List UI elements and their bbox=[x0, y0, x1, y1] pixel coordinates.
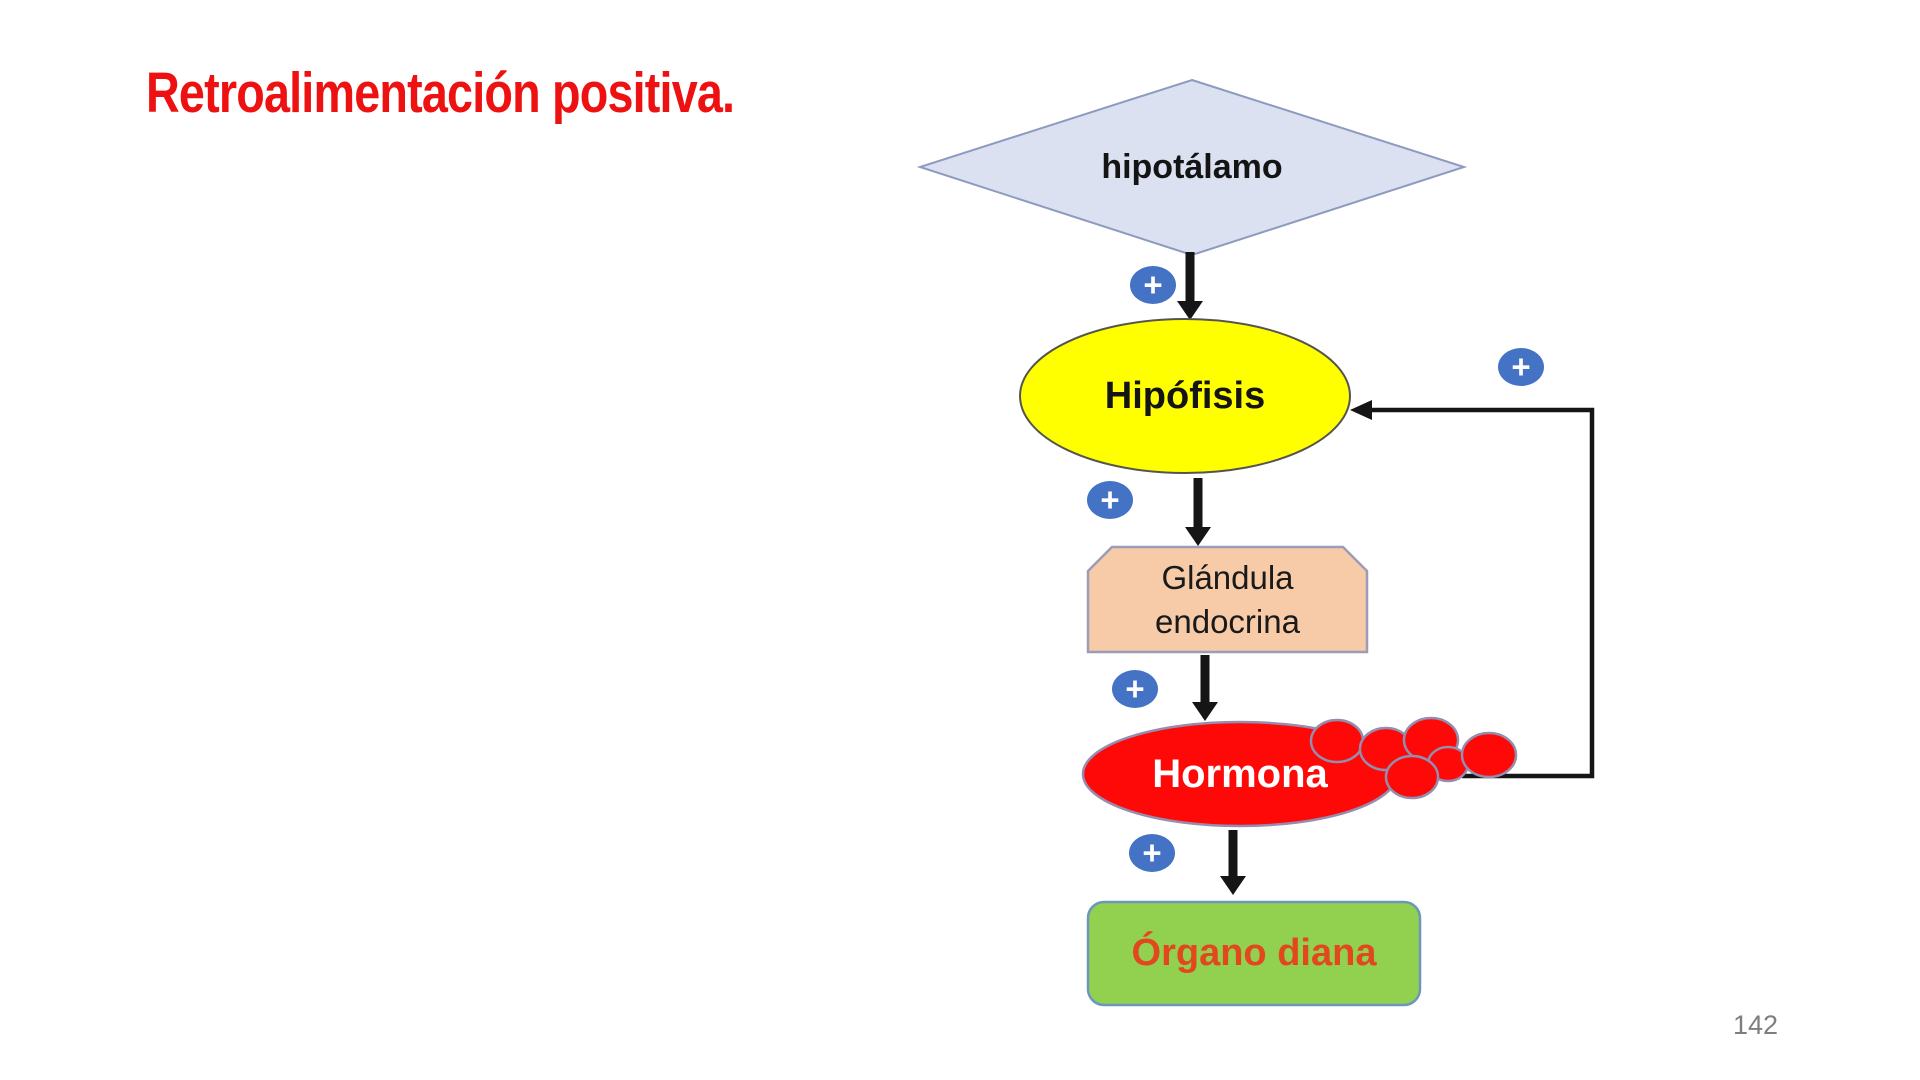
plus-badge-ellipse bbox=[1129, 834, 1175, 872]
plus-sign-icon: + bbox=[1142, 833, 1162, 871]
hipofisis-ellipse-shape bbox=[1019, 318, 1351, 474]
hormone-bubble bbox=[1384, 754, 1440, 800]
hormone-bubble bbox=[1460, 731, 1518, 779]
organo-diana-box-shape bbox=[1086, 900, 1422, 1007]
flow-arrow-2-head bbox=[1185, 527, 1211, 546]
plus-sign-icon: + bbox=[1125, 669, 1145, 707]
glandula-label-line2: endocrina bbox=[1155, 602, 1300, 640]
plus-sign-icon: + bbox=[1100, 480, 1120, 518]
flow-arrow-4-head bbox=[1220, 876, 1246, 895]
flow-arrow-3-head bbox=[1192, 702, 1218, 721]
hormona-label: Hormona bbox=[1152, 751, 1328, 796]
feedback-connector-line bbox=[1368, 407, 1595, 779]
hipofisis-label: Hipófisis bbox=[1104, 375, 1266, 417]
plus-badge-ellipse bbox=[1112, 670, 1158, 708]
glandula-label: Glándula endocrina bbox=[1088, 547, 1367, 652]
feedback-arrowhead bbox=[1350, 400, 1372, 420]
plus-badge-ellipse bbox=[1087, 481, 1133, 519]
slide-title: Retroalimentación positiva. bbox=[146, 61, 735, 125]
hipotalamo-label: hipotálamo bbox=[1101, 147, 1283, 186]
plus-badge-ellipse bbox=[1130, 266, 1176, 304]
glandula-box-shape bbox=[1086, 545, 1369, 654]
page-number: 142 bbox=[1733, 1010, 1779, 1040]
flow-arrow-1-head bbox=[1177, 301, 1203, 320]
plus-sign-icon: + bbox=[1143, 265, 1163, 303]
glandula-label-line1: Glándula bbox=[1161, 558, 1294, 596]
plus-badge-ellipse bbox=[1498, 348, 1544, 386]
organo-diana-label: Órgano diana bbox=[1131, 932, 1377, 974]
plus-sign-icon: + bbox=[1511, 347, 1531, 385]
